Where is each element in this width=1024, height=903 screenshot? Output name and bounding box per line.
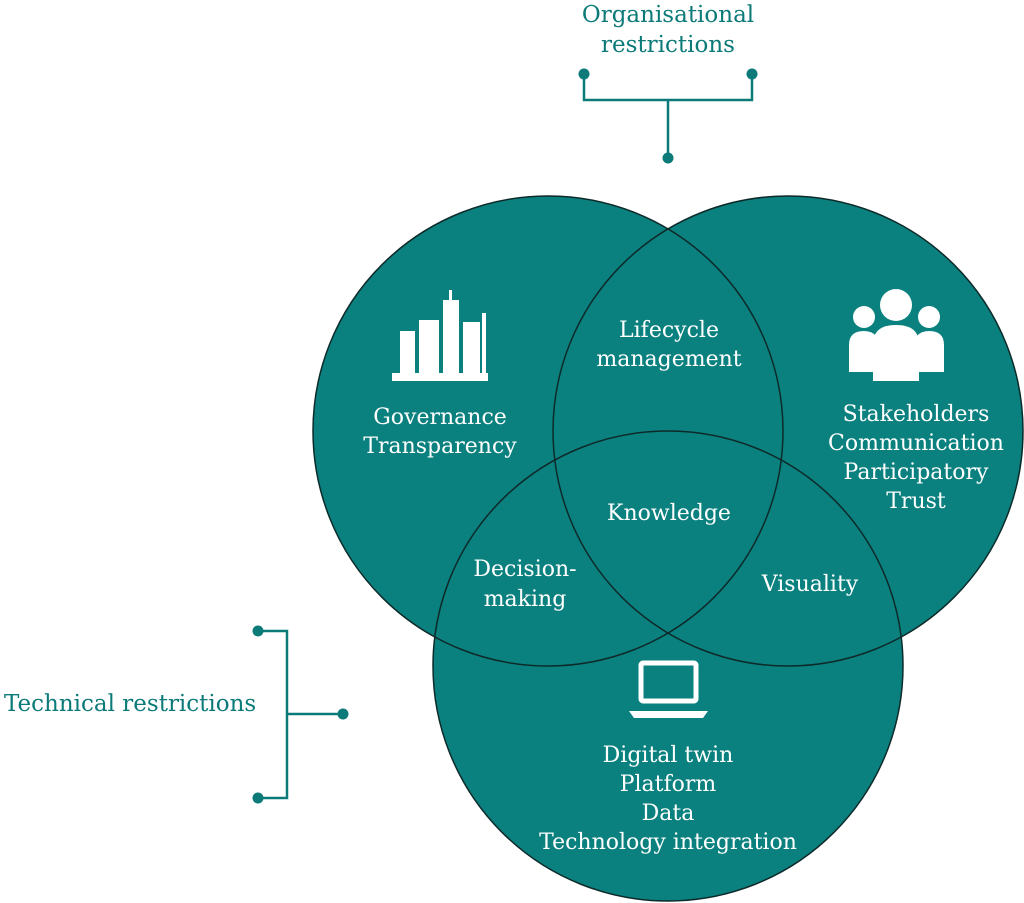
overlap-top-line2: management xyxy=(596,347,741,372)
right-circle-line4: Trust xyxy=(886,489,946,514)
city-buildings-icon xyxy=(392,290,488,381)
right-circle-line1: Stakeholders xyxy=(843,402,990,427)
organisational-bracket xyxy=(582,74,754,158)
technical-bracket xyxy=(258,629,343,800)
right-circle-line2: Communication xyxy=(828,431,1004,456)
overlap-top-line1: Lifecycle xyxy=(619,318,719,343)
left-circle-line1: Governance xyxy=(373,405,507,430)
organisational-bracket-dots xyxy=(578,68,758,164)
bottom-circle-line2: Platform xyxy=(620,772,717,797)
technical-label: Technical restrictions xyxy=(4,691,256,717)
organisational-label-line2: restrictions xyxy=(601,32,735,58)
overlap-left-line1: Decision- xyxy=(473,557,576,582)
organisational-label-line1: Organisational xyxy=(582,2,754,28)
bottom-circle-line1: Digital twin xyxy=(603,743,734,768)
right-circle-line3: Participatory xyxy=(844,460,989,485)
overlap-center: Knowledge xyxy=(607,501,731,526)
technical-bracket-dots xyxy=(252,625,349,804)
people-group-icon xyxy=(849,289,944,381)
overlap-left-line2: making xyxy=(484,587,567,612)
bottom-circle xyxy=(433,431,903,901)
overlap-right: Visuality xyxy=(761,572,859,597)
bottom-circle-line3: Data xyxy=(642,801,695,826)
left-circle-line2: Transparency xyxy=(363,434,517,459)
circles-fill xyxy=(313,196,1023,901)
circles-outline xyxy=(312,195,1024,902)
laptop-icon xyxy=(629,660,708,718)
bottom-circle-line4: Technology integration xyxy=(539,830,797,855)
